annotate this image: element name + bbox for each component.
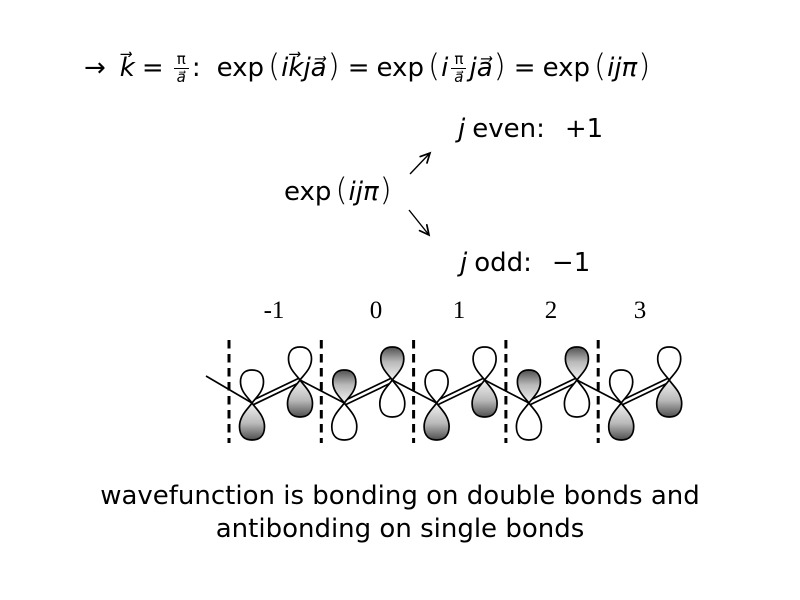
- p-orbital-lobe: [330, 402, 358, 441]
- p-orbital-lobe: [286, 379, 314, 418]
- close-paren: ): [638, 48, 651, 85]
- double-bond-line: [437, 381, 486, 406]
- single-bond: [299, 379, 345, 404]
- fraction-numerator: π: [451, 50, 467, 70]
- fraction-denominator: a⃗: [454, 68, 464, 87]
- p-orbital-lobe: [424, 369, 449, 404]
- p-orbital-lobe: [516, 369, 542, 404]
- branch-source-formula: exp ( ijπ ): [284, 172, 393, 208]
- exp-label: exp: [284, 176, 332, 207]
- p-orbital-lobe: [608, 369, 634, 404]
- caption: wavefunction is bonding on double bonds …: [0, 480, 800, 545]
- arrow-up-right-icon: [409, 151, 432, 175]
- top-formula: → k⃗ = π a⃗ : exp ( ik⃗ja⃗ ) = exp ( i π…: [84, 50, 651, 86]
- double-bond-line: [250, 377, 300, 402]
- single-bond: [391, 379, 437, 404]
- exp-label: exp: [542, 52, 590, 83]
- p-orbital-lobe: [471, 379, 498, 418]
- double-bond-line: [343, 377, 392, 402]
- double-bond-line: [529, 381, 579, 406]
- even-label: even:: [472, 114, 545, 144]
- fraction-denominator: a⃗: [176, 68, 186, 87]
- unit-cell-label: 3: [633, 297, 647, 324]
- odd-label: odd:: [474, 248, 532, 278]
- p-orbital-lobe: [607, 402, 635, 441]
- exp-label: exp: [376, 52, 424, 83]
- open-paren: (: [268, 48, 281, 85]
- p-orbital-lobe: [563, 379, 591, 418]
- p-orbital-lobe: [379, 346, 405, 381]
- double-bond-line: [435, 377, 485, 402]
- j-variable: j: [460, 248, 468, 278]
- close-paren: ): [379, 172, 392, 208]
- p-orbital-lobe: [656, 346, 682, 381]
- orbital-chain: [205, 340, 683, 443]
- open-paren: (: [594, 48, 607, 85]
- equals-sign: =: [513, 52, 536, 83]
- p-orbital-lobe: [655, 379, 683, 418]
- p-orbital-lobe: [472, 346, 497, 381]
- double-bond-line: [527, 377, 577, 402]
- branch-case-even: j even: +1: [458, 114, 603, 144]
- double-bond-line: [252, 381, 302, 406]
- double-bond-line: [344, 381, 394, 406]
- unit-cell-label: 0: [369, 297, 383, 324]
- exponent-term-2-ja: ja⃗: [469, 52, 493, 83]
- open-paren: (: [427, 48, 441, 85]
- exp-label: exp: [216, 52, 265, 83]
- pi-over-a-fraction: π a⃗: [451, 50, 467, 87]
- p-orbital-lobe: [423, 402, 450, 441]
- double-bond-line: [619, 377, 669, 402]
- caption-line-1: wavefunction is bonding on double bonds …: [100, 481, 700, 511]
- equals-sign: =: [347, 52, 370, 83]
- branch-arrows: [408, 151, 432, 237]
- exponent-term-2-i: i: [441, 52, 449, 83]
- single-bond: [576, 379, 622, 404]
- double-bond-line: [621, 381, 671, 406]
- close-paren: ): [327, 48, 340, 85]
- close-paren: ): [493, 48, 506, 85]
- p-orbital-lobe: [378, 379, 406, 418]
- pi-over-a-fraction: π a⃗: [173, 50, 189, 87]
- even-value: +1: [564, 114, 604, 144]
- p-orbital-lobe: [515, 402, 543, 441]
- unit-cell-label: -1: [263, 297, 285, 324]
- branch-argument: ijπ: [348, 176, 379, 207]
- exponent-term-3: ijπ: [607, 52, 638, 83]
- implies-arrow: →: [84, 52, 106, 83]
- single-bond: [484, 379, 530, 404]
- fraction-numerator: π: [173, 50, 189, 70]
- colon: :: [191, 52, 201, 83]
- j-variable: j: [458, 114, 466, 144]
- branch-case-odd: j odd: −1: [460, 248, 590, 278]
- odd-value: −1: [551, 248, 591, 278]
- unit-cell-label: 1: [452, 297, 466, 324]
- equals-sign: =: [141, 52, 164, 83]
- k-vector: k⃗: [119, 52, 135, 83]
- arrow-down-right-icon: [408, 209, 431, 237]
- open-paren: (: [335, 172, 348, 208]
- unit-cell-label: 2: [544, 297, 558, 324]
- p-orbital-lobe: [564, 346, 590, 381]
- p-orbital-lobe: [239, 369, 265, 404]
- p-orbital-lobe: [238, 402, 266, 441]
- single-bond: [205, 375, 253, 404]
- p-orbital-lobe: [331, 369, 357, 404]
- caption-line-2: antibonding on single bonds: [215, 513, 585, 544]
- exponent-term-1: ik⃗ja⃗: [281, 52, 327, 83]
- p-orbital-lobe: [287, 346, 313, 381]
